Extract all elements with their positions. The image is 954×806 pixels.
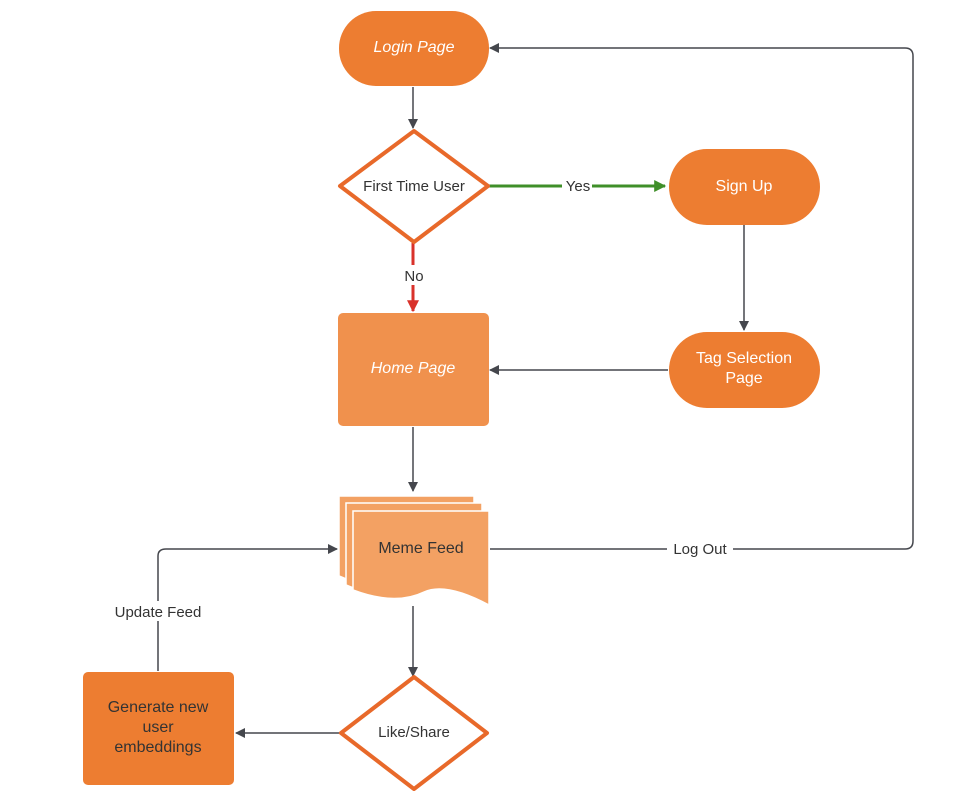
edge-label-log-out: Log Out (673, 541, 727, 558)
node-generate-line-3: embeddings (114, 739, 201, 756)
node-sign-up-label: Sign Up (716, 178, 773, 195)
node-sign-up: Sign Up (669, 149, 820, 225)
node-home-label: Home Page (371, 360, 456, 377)
connectors (157, 43, 914, 738)
node-like-share: Like/Share (339, 675, 489, 791)
label-bg-log-out (667, 539, 733, 557)
edge-update-feed (157, 544, 338, 671)
node-login-label: Login Page (374, 39, 455, 56)
node-generate-line-1: Generate new (108, 699, 209, 716)
node-tag-selection-line-1: Tag Selection (696, 350, 792, 367)
node-like-share-label: Like/Share (378, 724, 450, 741)
node-meme-feed: Meme Feed (338, 495, 490, 607)
edge-label-update-feed: Update Feed (115, 604, 202, 621)
node-generate-line-2: user (142, 719, 174, 736)
node-generate-embeddings: Generate new user embeddings (83, 672, 234, 785)
label-bg-update-feed (104, 601, 212, 621)
edge-label-yes: Yes (566, 178, 590, 195)
edge-label-no: No (404, 268, 423, 285)
node-tag-selection: Tag Selection Page (669, 332, 820, 408)
node-first-time-user: First Time User (338, 129, 490, 244)
label-bg-no (401, 265, 427, 285)
node-first-time-label: First Time User (363, 178, 465, 195)
node-meme-feed-label: Meme Feed (378, 540, 463, 557)
node-login-page: Login Page (339, 11, 489, 86)
label-bg-yes (562, 176, 592, 194)
edge-logout-to-login (489, 43, 914, 550)
node-home-page: Home Page (338, 313, 489, 426)
node-tag-selection-line-2: Page (725, 370, 762, 387)
